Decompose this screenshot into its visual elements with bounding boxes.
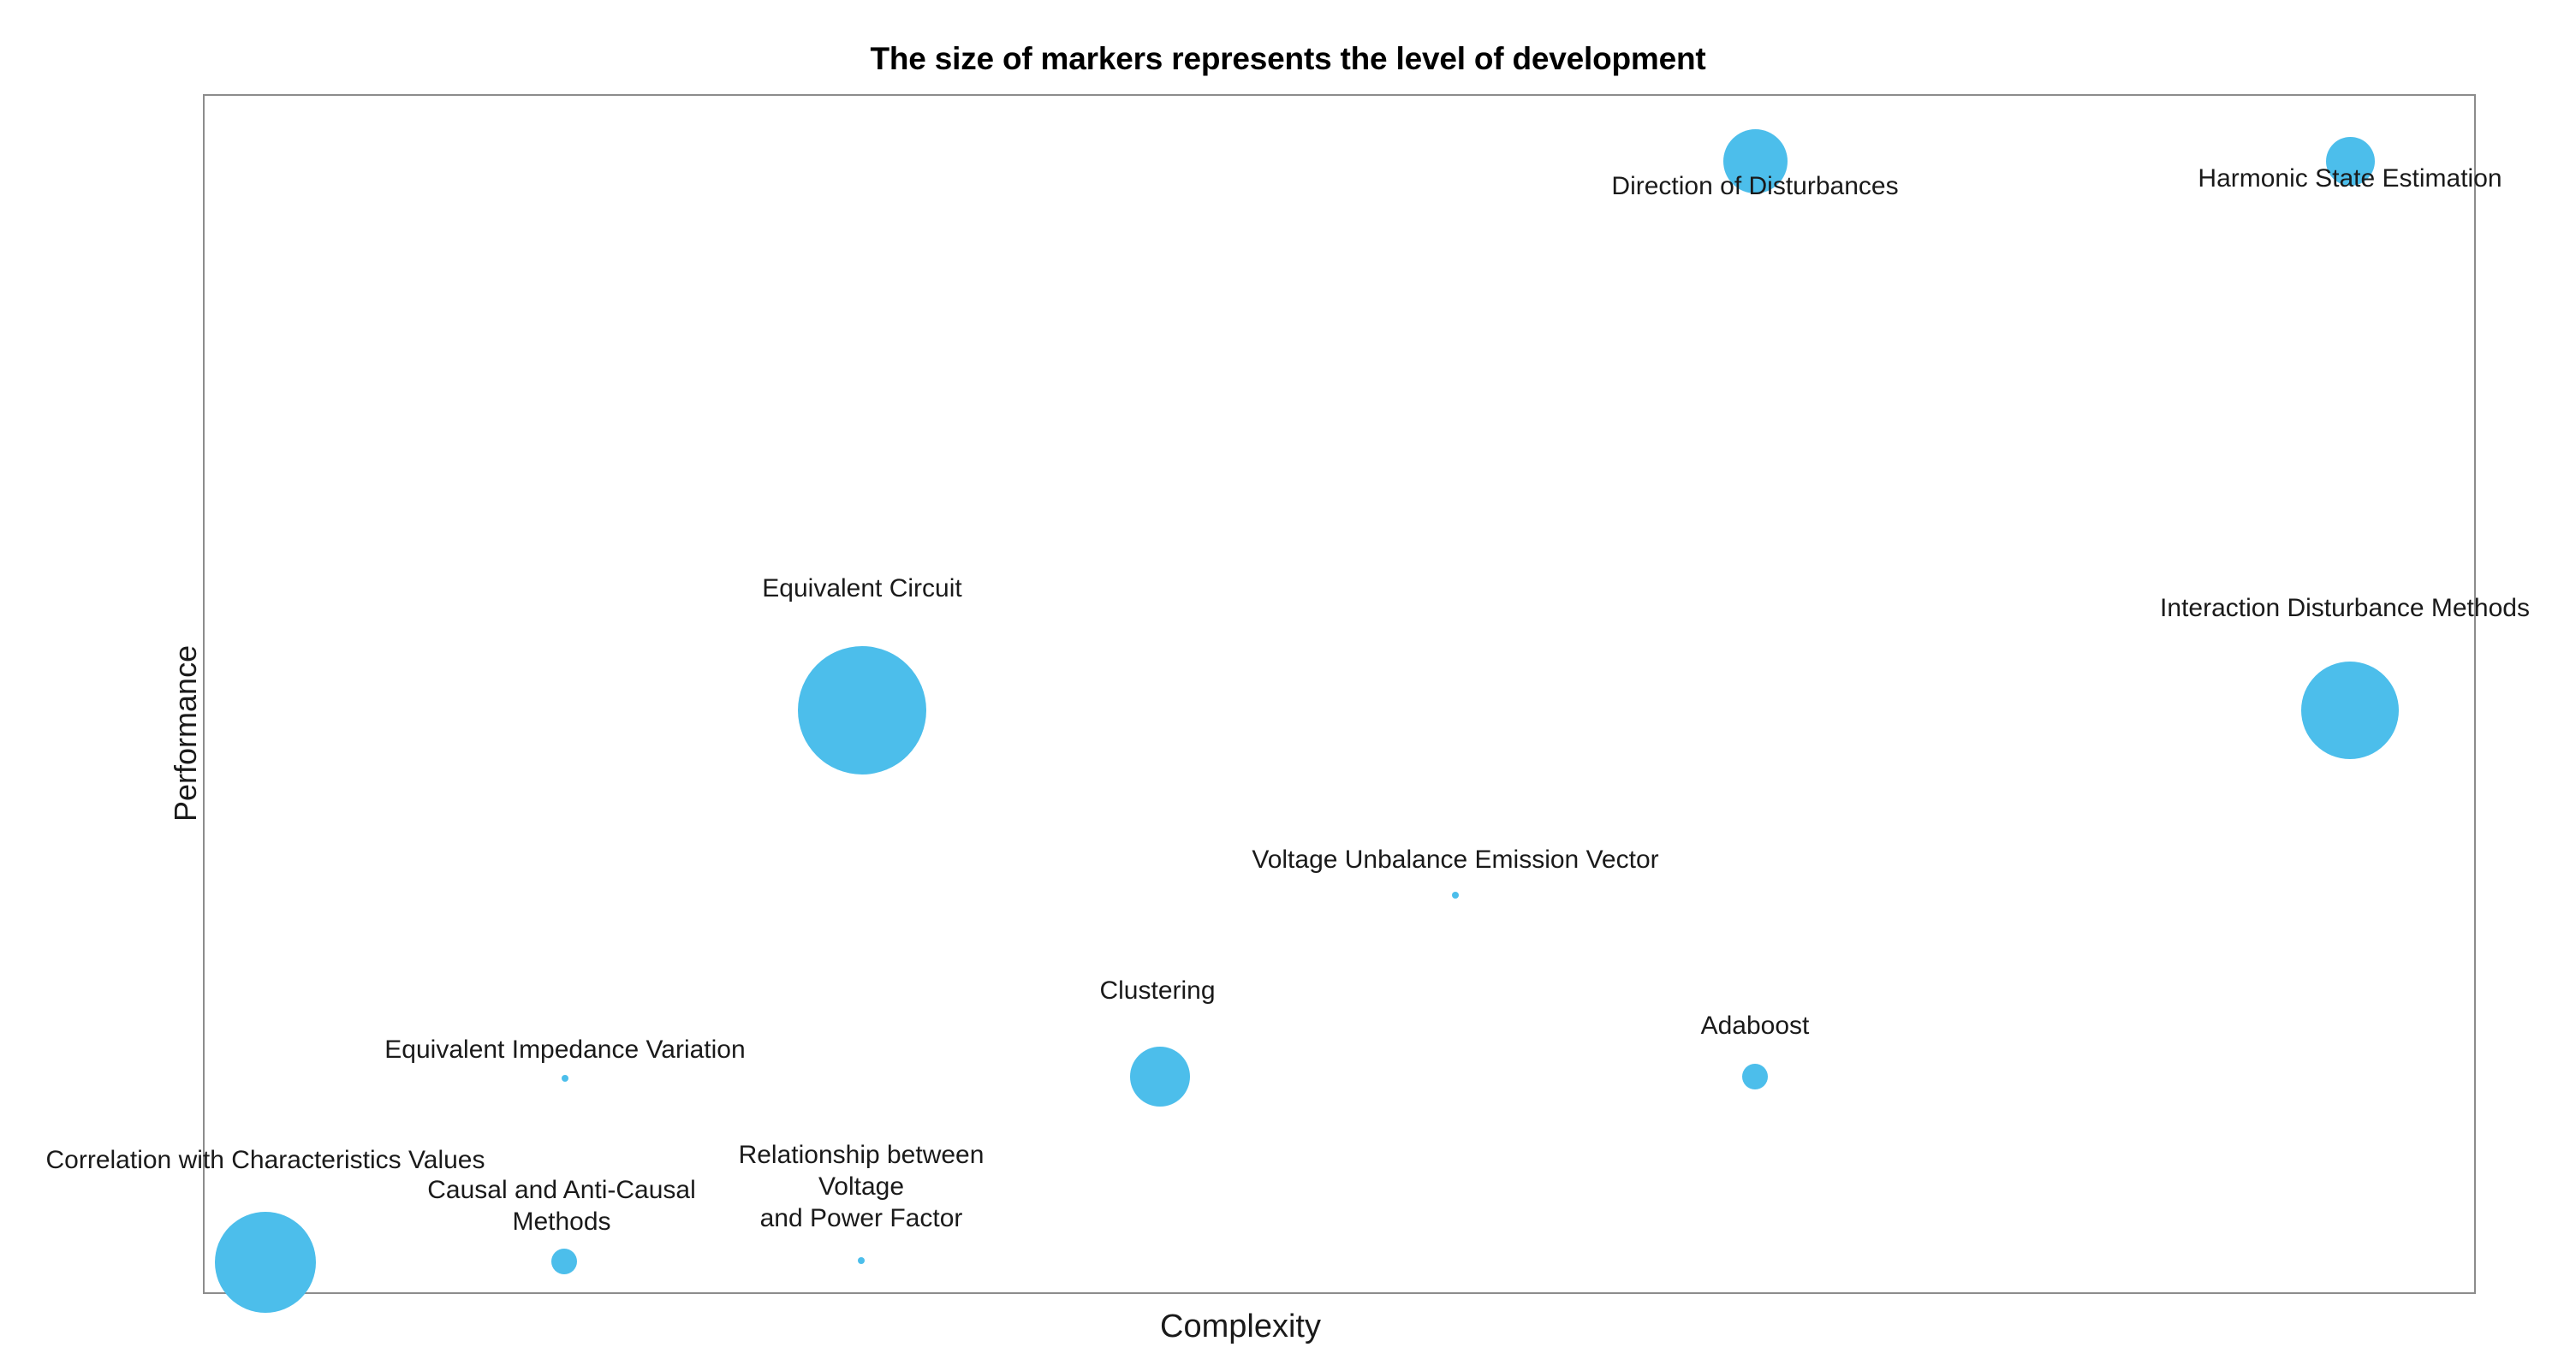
bubble-marker[interactable] <box>215 1212 316 1313</box>
plot-frame <box>203 94 2476 1294</box>
bubble-marker[interactable] <box>2301 662 2399 759</box>
point-label: Voltage Unbalance Emission Vector <box>1252 846 1659 874</box>
bubble-marker[interactable] <box>798 646 926 775</box>
point-label: Equivalent Circuit <box>762 574 962 602</box>
point-label: Adaboost <box>1700 1012 1810 1040</box>
point-label: Causal and Anti-Causal Methods <box>427 1176 696 1236</box>
point-label: Harmonic State Estimation <box>2198 164 2502 193</box>
point-label: Interaction Disturbance Methods <box>2160 594 2530 622</box>
bubble-marker[interactable] <box>551 1249 577 1274</box>
chart-title: The size of markers represents the level… <box>870 41 1706 76</box>
x-axis-label: Complexity <box>1160 1309 1321 1344</box>
bubble-marker[interactable] <box>562 1075 568 1082</box>
bubble-marker[interactable] <box>858 1257 865 1264</box>
point-label: Clustering <box>1099 976 1216 1005</box>
bubble-marker[interactable] <box>2325 136 2375 186</box>
point-label: Equivalent Impedance Variation <box>384 1036 746 1064</box>
point-label: Correlation with Characteristics Values <box>45 1146 485 1174</box>
bubble-marker[interactable] <box>1130 1047 1190 1107</box>
y-axis-label: Performance <box>168 644 203 822</box>
bubble-marker[interactable] <box>1742 1064 1768 1089</box>
point-label: Direction of Disturbances <box>1611 172 1899 200</box>
bubble-marker[interactable] <box>1452 892 1459 899</box>
point-label: Relationship between Voltage and Power F… <box>738 1141 985 1232</box>
bubble-marker[interactable] <box>1722 128 1788 193</box>
